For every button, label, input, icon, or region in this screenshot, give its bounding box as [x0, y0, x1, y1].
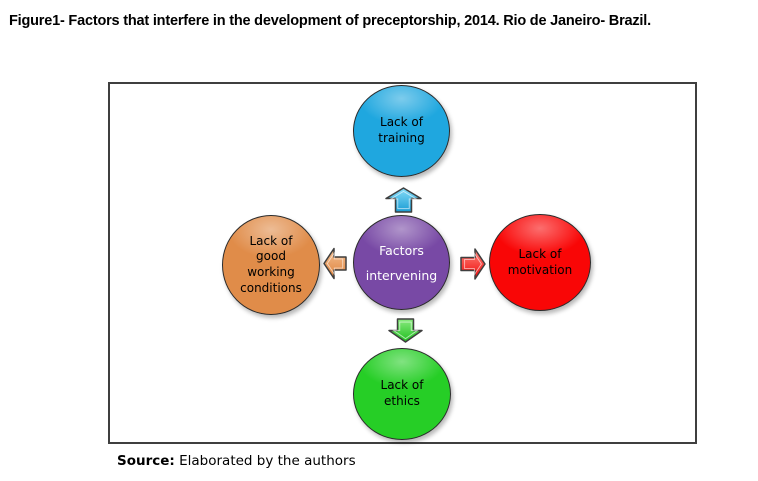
node-lack-of-ethics: Lack of ethics	[353, 348, 451, 440]
arrow-down-icon	[388, 318, 423, 343]
source-caption: Source: Elaborated by the authors	[117, 453, 356, 469]
node-lack-of-training-label: Lack of training	[378, 115, 425, 145]
node-lack-of-motivation: Lack of motivation	[489, 214, 591, 311]
node-lack-of-training: Lack of training	[353, 85, 450, 177]
node-factors-intervening-label: Factors intervening	[365, 242, 438, 283]
node-lack-of-working-conditions: Lack of good working conditions	[222, 215, 320, 315]
node-lack-of-motivation-label: Lack of motivation	[507, 246, 573, 277]
node-factors-intervening: Factors intervening	[353, 215, 450, 310]
source-text: Elaborated by the authors	[174, 453, 356, 469]
node-lack-of-working-conditions-label: Lack of good working conditions	[240, 233, 302, 295]
arrow-up-icon	[385, 187, 422, 213]
arrow-left-icon	[323, 247, 347, 280]
figure-caption: Figure1- Factors that interfere in the d…	[9, 13, 651, 29]
arrow-right-icon	[460, 248, 486, 280]
diagram-frame: Lack of training Lack of motivation Lack…	[108, 82, 697, 444]
node-lack-of-ethics-label: Lack of ethics	[380, 378, 424, 408]
source-label: Source:	[117, 453, 175, 469]
